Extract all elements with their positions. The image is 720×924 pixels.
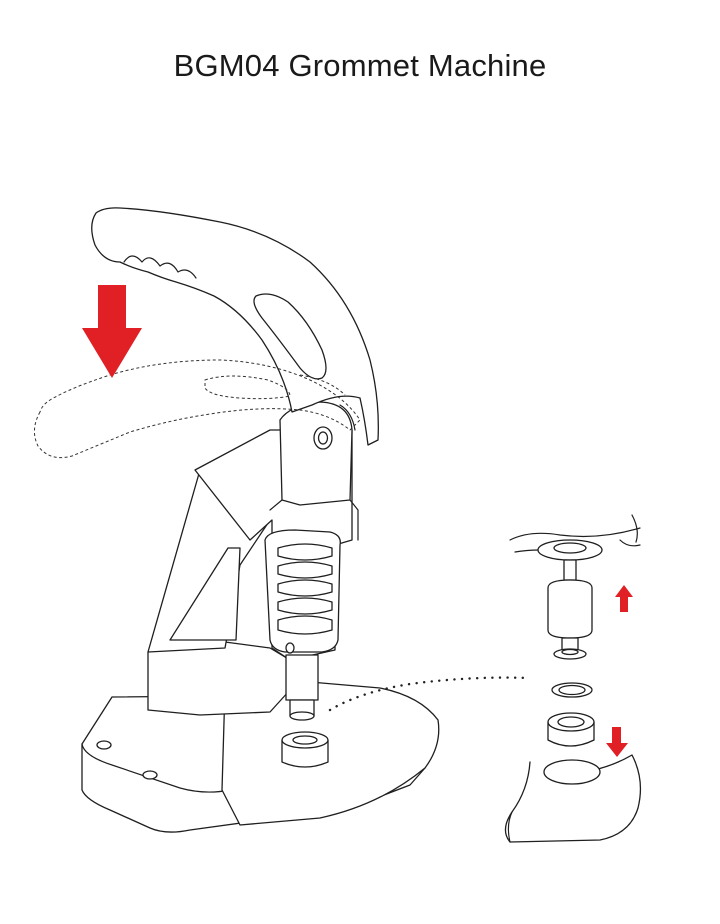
lever-handle-lowered xyxy=(34,359,361,459)
detail-connector xyxy=(328,676,530,712)
lever-handle xyxy=(91,207,379,446)
arrow-down-icon xyxy=(606,727,628,757)
arrow-up-icon xyxy=(615,585,633,612)
bottom-die xyxy=(281,731,329,768)
page-title: BGM04 Grommet Machine xyxy=(173,48,547,83)
spring-ram xyxy=(264,529,341,721)
detail-view xyxy=(504,514,642,843)
arrow-down-icon xyxy=(82,285,142,378)
